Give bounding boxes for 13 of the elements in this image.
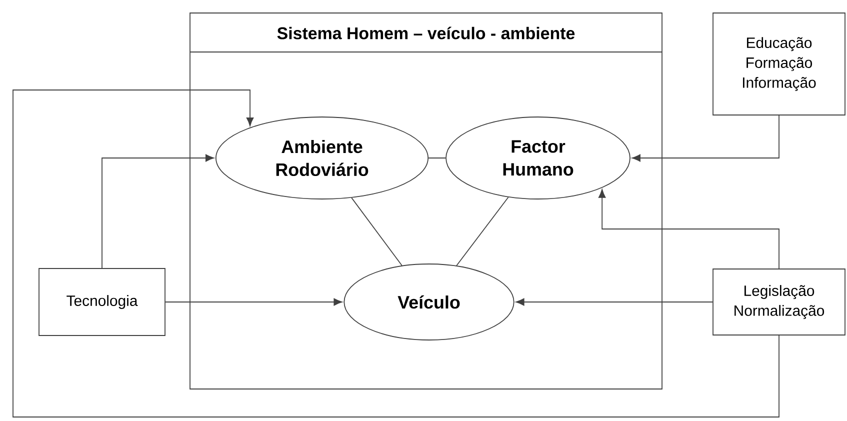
arrow (102, 154, 214, 268)
connector-line (456, 196, 509, 266)
arrow (598, 189, 780, 269)
factor-box: Legislação Normalização (712, 268, 846, 336)
connector-line (351, 197, 402, 266)
arrow (165, 298, 342, 306)
arrow (12, 90, 780, 418)
box-heading: Sistema Homem – veículo - ambiente (277, 26, 575, 40)
system-box (190, 12, 662, 390)
factor-box: Tecnologia (38, 268, 166, 336)
arrow (516, 298, 713, 306)
arrow (632, 115, 780, 162)
factor-box: Educação Formação Informação (712, 12, 846, 116)
